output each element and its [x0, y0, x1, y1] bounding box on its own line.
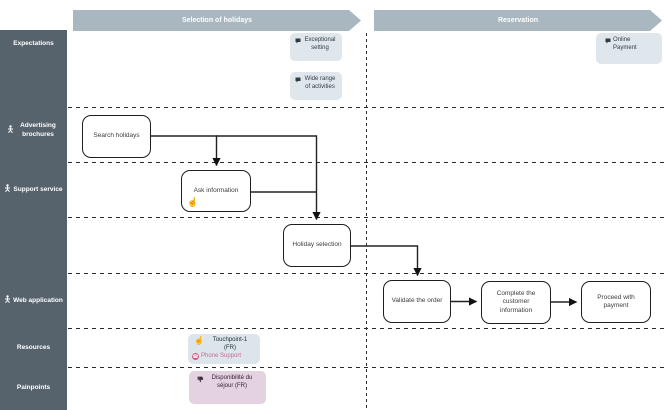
flow-node-search-holidays[interactable]: Search holidays [82, 115, 151, 158]
node-label: Search holidays [93, 132, 140, 140]
touchpoint-hand-icon: ☝ [187, 197, 199, 208]
node-label: Holiday selection [292, 241, 342, 249]
person-icon [4, 184, 11, 196]
phase-divider [366, 33, 368, 410]
expectation-note[interactable]: Online Payment [596, 33, 662, 64]
person-icon [4, 295, 11, 307]
person-icon [7, 125, 14, 137]
phone-support-label: Phone Support [201, 353, 242, 359]
resources-card[interactable]: ☝ Touchpoint-1 (FR) ☎ Phone Support [188, 334, 260, 364]
lane-label-painpoints: Painpoints [0, 384, 67, 393]
phase-banner-label: Selection of holidays [181, 17, 252, 24]
lane-label-support-service: Support service [0, 184, 67, 196]
flow-node-validate-the-order[interactable]: Validate the order [383, 280, 451, 323]
phone-support-row: ☎ Phone Support [192, 353, 256, 361]
flow-node-proceed-with-payment[interactable]: Proceed with payment [581, 281, 651, 323]
touchpoint-label: Touchpoint-1 (FR) [212, 337, 248, 351]
lane-label-advertising-brochures: Advertising brochures [0, 122, 67, 140]
note-text: Online Payment [613, 37, 637, 51]
expectation-note[interactable]: Exceptional setting [290, 33, 342, 61]
touchpoint-row: ☝ Touchpoint-1 (FR) [192, 337, 256, 352]
lane-label-text: Support service [13, 185, 63, 193]
comment-icon [605, 38, 611, 48]
comment-icon [295, 38, 301, 48]
lane-label-expectations: Expectations [0, 40, 67, 49]
node-label: Proceed with payment [597, 293, 635, 309]
node-label: Ask information [193, 186, 239, 194]
lane-label-text: Web application [13, 296, 63, 304]
phase-banner-selection-of-holidays[interactable]: Selection of holidays [73, 10, 361, 31]
node-label: Validate the order [391, 297, 443, 305]
flow-node-ask-information[interactable]: Ask information ☝ [181, 170, 251, 212]
phone-icon: ☎ [192, 353, 199, 361]
comment-icon [295, 77, 301, 87]
lane-label-resources: Resources [0, 344, 67, 353]
painpoint-card[interactable]: Disponibilité du séjour (FR) [189, 371, 266, 404]
lane-label-text: Advertising brochures [20, 122, 56, 138]
thumbs-down-icon [197, 376, 204, 383]
flow-node-complete-customer-information[interactable]: Complete the customer information [481, 281, 551, 324]
touchpoint-hand-icon: ☝ [194, 336, 204, 345]
lane-label-text: Resources [16, 344, 51, 351]
note-text: Wide range of activities [304, 76, 336, 90]
expectation-note[interactable]: Wide range of activities [290, 72, 342, 100]
lane-label-web-application: Web application [0, 295, 67, 307]
lane-sidebar [0, 30, 67, 410]
lane-label-text: Expectations [13, 40, 54, 47]
painpoint-label: Disponibilité du séjour (FR) [211, 375, 253, 389]
lane-label-text: Painpoints [16, 384, 51, 391]
flow-node-holiday-selection[interactable]: Holiday selection [283, 224, 351, 267]
note-text: Exceptional setting [304, 37, 336, 51]
phase-banner-reservation[interactable]: Reservation [374, 10, 662, 31]
phase-banner-label: Reservation [497, 17, 539, 24]
node-label: Complete the customer information [496, 289, 536, 314]
